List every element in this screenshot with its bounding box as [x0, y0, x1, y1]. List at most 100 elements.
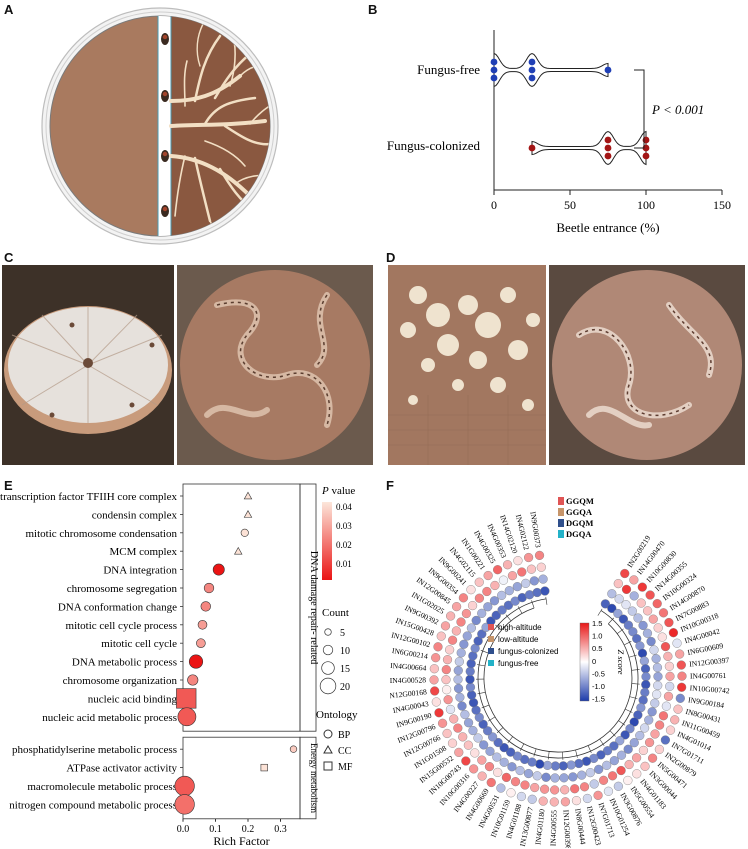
term-marker — [174, 775, 195, 797]
heatmap-cell — [431, 653, 441, 663]
heatmap-cell — [493, 565, 503, 575]
zscore-tick-label: 1.5 — [592, 619, 602, 628]
term-label: chromosome organization — [63, 675, 178, 687]
term-label: nucleic acid metabolic process — [42, 712, 177, 724]
heatmap-cell — [603, 786, 614, 796]
count-legend-label: 10 — [340, 646, 350, 657]
data-point — [642, 152, 650, 160]
group-legend-swatch — [488, 636, 494, 642]
heatmap-cell — [429, 675, 439, 685]
heatmap-cell — [499, 757, 509, 767]
data-point — [490, 58, 498, 66]
dendrogram-branch — [599, 738, 605, 746]
group-strip-top — [299, 483, 317, 732]
heatmap-cell — [490, 580, 500, 591]
heatmap-cell — [468, 725, 478, 736]
ring-tag-swatch — [558, 530, 564, 538]
heatmap-cell — [629, 591, 639, 601]
heatmap-cell — [466, 585, 476, 595]
heatmap-cell — [571, 796, 582, 806]
gene-label: IN12G00397 — [689, 656, 730, 669]
term-marker — [187, 674, 199, 686]
heatmap-cell — [616, 750, 627, 760]
dendrogram-branch — [488, 716, 496, 722]
heatmap-cell — [456, 648, 466, 658]
term-marker — [174, 794, 195, 815]
x-axis-label: Rich Factor — [213, 834, 269, 848]
heatmap-cell — [654, 744, 664, 754]
heatmap-cell — [458, 732, 468, 742]
heatmap-cell — [506, 788, 516, 798]
pvalue-colorbar — [322, 502, 332, 580]
heatmap-cell — [657, 632, 667, 642]
heatmap-cell — [645, 590, 655, 600]
term-marker — [234, 546, 243, 555]
heatmap-cell — [635, 730, 645, 741]
heatmap-cell — [594, 764, 604, 774]
heatmap-cell — [670, 715, 680, 725]
heatmap-cell — [665, 681, 675, 691]
term-marker — [240, 528, 249, 537]
term-marker — [188, 654, 204, 669]
dendrogram-branch — [547, 751, 550, 760]
heatmap-cell — [466, 623, 476, 633]
heatmap-cell — [640, 723, 650, 733]
heatmap-cell — [607, 589, 617, 599]
count-legend-label: 15 — [340, 664, 350, 675]
ontology-legend-marker — [323, 744, 333, 754]
heatmap-cell — [629, 575, 639, 585]
heatmap-cell — [463, 718, 474, 728]
x-tick-label: 0.1 — [209, 824, 222, 835]
heatmap-cell — [452, 602, 462, 612]
gene-label: IN4G00664 — [390, 661, 427, 673]
data-point — [528, 58, 536, 66]
heatmap-cell — [652, 599, 662, 609]
data-point — [604, 144, 612, 152]
heatmap-cell — [431, 697, 441, 707]
heatmap-cell — [636, 598, 646, 608]
x-tick-label: 50 — [564, 198, 576, 212]
heatmap-cell — [625, 724, 635, 734]
heatmap-cell — [542, 760, 553, 770]
dendrogram-branch — [517, 606, 523, 614]
heatmap-cell — [504, 586, 514, 596]
heatmap-cell — [510, 777, 521, 787]
heatmap-cell — [648, 614, 658, 624]
heatmap-cell — [491, 610, 501, 620]
term-marker — [203, 582, 215, 594]
term-marker — [176, 688, 197, 709]
term-marker — [243, 491, 253, 500]
heatmap-cell — [661, 701, 671, 711]
heatmap-cell — [651, 654, 661, 664]
ring-tag-label: DGQA — [566, 529, 592, 539]
panel-label-d: D — [386, 250, 396, 265]
ring-tag-label: GGQM — [566, 496, 594, 506]
dendrogram-branch — [617, 628, 624, 634]
photo-fungus-dish-c-left — [2, 265, 174, 465]
heatmap-cell — [675, 693, 685, 703]
heatmap-cell — [655, 720, 665, 730]
heatmap-cell — [653, 680, 663, 691]
ring-tag-swatch — [558, 497, 564, 505]
ring-tag-label: DGQM — [566, 518, 593, 528]
heatmap-cell — [430, 686, 440, 696]
heatmap-cell — [499, 743, 509, 753]
gene-label: IN12G00398 — [561, 810, 572, 848]
dendrogram-branch — [495, 624, 502, 631]
dendrogram-branch — [608, 617, 614, 624]
heatmap-cell — [549, 797, 559, 807]
heatmap-cell — [521, 578, 531, 588]
gene-label: IN10G00742 — [689, 683, 730, 695]
heatmap-cell — [437, 718, 448, 728]
heatmap-cell — [668, 628, 679, 638]
heatmap-cell — [665, 671, 675, 681]
heatmap-cell — [582, 793, 592, 804]
term-label: phosphatidylserine metabolic process — [12, 744, 177, 756]
heatmap-cell — [532, 771, 542, 781]
heatmap-cell — [434, 708, 444, 718]
heatmap-cell — [534, 550, 545, 560]
term-label: DNA integration — [103, 565, 177, 577]
dendrogram-branch — [629, 696, 638, 699]
term-label: transcription factor TFIIH core complex — [0, 491, 177, 503]
